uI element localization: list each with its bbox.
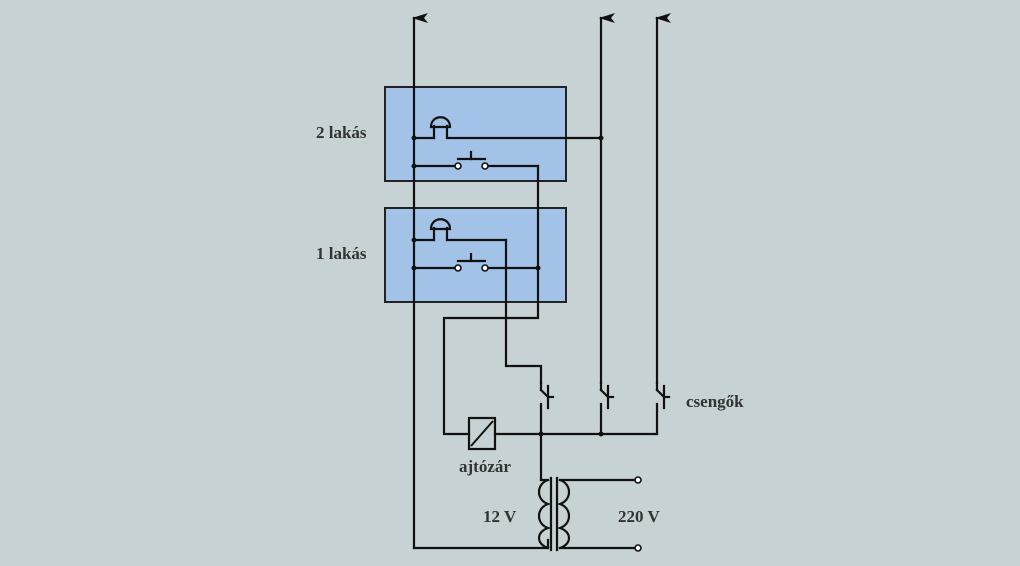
- bell-wire-1: [504, 238, 543, 385]
- bell-switch-1: [539, 388, 550, 399]
- junction-dot: [411, 135, 417, 141]
- apt2-handset-icon: [429, 116, 452, 129]
- apt1-door-button-contact-left: [454, 264, 462, 272]
- apt2-door-button-contact-right: [481, 162, 489, 170]
- bell-switch-3: [655, 388, 666, 399]
- junction-dot: [538, 431, 544, 437]
- primary-terminal-bottom: [634, 544, 642, 552]
- apartment-2-label: 2 lakás: [316, 123, 367, 142]
- junction-dot: [598, 135, 604, 141]
- junction-dot: [535, 265, 541, 271]
- bell-switch-2: [599, 388, 610, 399]
- transformer-return-wire: [412, 538, 550, 550]
- junction-dot: [411, 163, 417, 169]
- primary-voltage-label: 220 V: [618, 507, 660, 526]
- apartment-1-label: 1 lakás: [316, 244, 367, 263]
- door-lock-relay: [467, 416, 497, 451]
- junction-dot: [411, 237, 417, 243]
- bells-label: csengők: [686, 392, 744, 411]
- transformer-secondary-coil: [537, 478, 552, 550]
- apt2-door-button-contact-left: [454, 162, 462, 170]
- apt1-handset-icon: [429, 218, 452, 231]
- junction-dot: [411, 265, 417, 271]
- door-lock-label: ajtózár: [459, 457, 511, 476]
- apartment-1-box: [384, 207, 567, 303]
- secondary-voltage-label: 12 V: [483, 507, 517, 526]
- transformer-primary-coil: [556, 478, 571, 550]
- junction-dot: [598, 431, 604, 437]
- primary-terminal-top: [634, 476, 642, 484]
- apt1-door-button-contact-right: [481, 264, 489, 272]
